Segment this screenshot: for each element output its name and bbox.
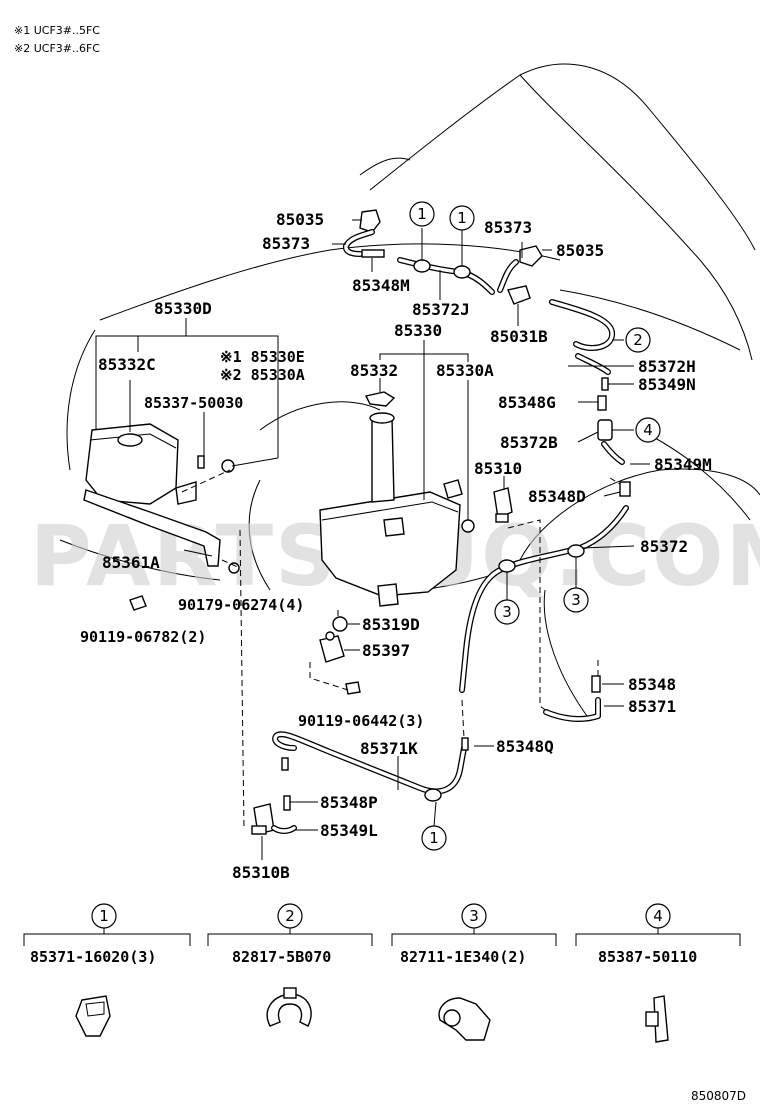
- label-85319D[interactable]: 85319D: [362, 615, 420, 634]
- label-85348Q[interactable]: 85348Q: [496, 737, 554, 756]
- label-85348P[interactable]: 85348P: [320, 793, 378, 812]
- label-85330D[interactable]: 85330D: [154, 299, 212, 318]
- label-85330E[interactable]: ※1 85330E: [220, 348, 305, 366]
- dash-left-vertical: [239, 529, 245, 831]
- label-90119-06442[interactable]: 90119-06442(3): [298, 712, 424, 730]
- note-variant-1: ※1 UCF3#..5FC: [14, 24, 100, 37]
- svg-text:4: 4: [653, 907, 663, 925]
- dash-85372-85348Q: [461, 699, 465, 739]
- dash-bracket-nut: [221, 559, 241, 569]
- label-85348[interactable]: 85348: [628, 675, 676, 694]
- dash-tank-grommet: [181, 469, 231, 493]
- nut-90179: [228, 562, 240, 574]
- svg-text:2: 2: [285, 907, 295, 925]
- svg-text:4: 4: [643, 421, 653, 439]
- label-90119-06782[interactable]: 90119-06782(2): [80, 628, 206, 646]
- svg-text:1: 1: [429, 829, 439, 847]
- pump-85310: [493, 487, 513, 523]
- callout-3-right: 3: [563, 587, 589, 613]
- diagram-ref: 850807D: [691, 1089, 746, 1103]
- callout-1-left: 1: [409, 201, 435, 227]
- label-90179-06274[interactable]: 90179-06274(4): [178, 596, 304, 614]
- label-85371[interactable]: 85371: [628, 697, 676, 716]
- svg-text:1: 1: [417, 205, 427, 223]
- washer-tank-85330: [319, 412, 463, 607]
- label-85332[interactable]: 85332: [350, 361, 398, 380]
- callout-4: 4: [635, 417, 661, 443]
- clip-part-3[interactable]: 82711-1E340(2): [400, 948, 526, 966]
- grommet-85337: [197, 455, 205, 469]
- svg-text:1: 1: [457, 209, 467, 227]
- label-85330A-right[interactable]: 85330A: [436, 361, 494, 380]
- label-85330A-left[interactable]: ※2 85330A: [220, 366, 305, 384]
- label-85035-left[interactable]: 85035: [276, 210, 324, 229]
- washer-tank-85330D: [85, 423, 197, 505]
- clip-part-4[interactable]: 85387-50110: [598, 948, 697, 966]
- note-variant-2: ※2 UCF3#..6FC: [14, 42, 100, 55]
- label-85371K[interactable]: 85371K: [360, 739, 418, 758]
- grommet-85330A-right: [461, 519, 475, 533]
- clip-legend-2: 2 82817-5B070: [207, 903, 373, 1027]
- callout-1-right: 1: [449, 205, 475, 231]
- label-85349N[interactable]: 85349N: [638, 375, 696, 394]
- svg-text:3: 3: [502, 603, 512, 621]
- label-85372B[interactable]: 85372B: [500, 433, 558, 452]
- check-valve-85031B: [507, 285, 531, 305]
- dash-pump-85371: [507, 519, 549, 713]
- label-85349M[interactable]: 85349M: [654, 455, 712, 474]
- clip-legend-1: 1 85371-16020(3): [23, 903, 191, 1037]
- clip-legend-4: 4 85387-50110: [575, 903, 741, 1043]
- svg-text:1: 1: [99, 907, 109, 925]
- label-85349L[interactable]: 85349L: [320, 821, 378, 840]
- label-85310B[interactable]: 85310B: [232, 863, 290, 882]
- label-85348M[interactable]: 85348M: [352, 276, 410, 295]
- leader-lines: [95, 219, 650, 860]
- label-85330[interactable]: 85330: [394, 321, 442, 340]
- label-85337-50030[interactable]: 85337-50030: [144, 394, 243, 412]
- label-85361A[interactable]: 85361A: [102, 553, 160, 572]
- clip-4-on-hose: [597, 419, 613, 441]
- cap-85332: [364, 391, 396, 407]
- callout-2: 2: [625, 327, 651, 353]
- label-85372H[interactable]: 85372H: [638, 357, 696, 376]
- svg-text:3: 3: [469, 907, 479, 925]
- pump-85310B: [251, 803, 275, 835]
- clip-2-icon: [266, 993, 312, 1027]
- label-85372J[interactable]: 85372J: [412, 300, 470, 319]
- bolt-90119-06782: [129, 595, 147, 611]
- dash-sensor-bolt: [309, 662, 349, 691]
- label-85372[interactable]: 85372: [640, 537, 688, 556]
- clip-part-2[interactable]: 82817-5B070: [232, 948, 331, 966]
- sensor-85397: [319, 631, 345, 663]
- label-85397[interactable]: 85397: [362, 641, 410, 660]
- label-85348G[interactable]: 85348G: [498, 393, 556, 412]
- label-85310[interactable]: 85310: [474, 459, 522, 478]
- clip-part-1[interactable]: 85371-16020(3): [30, 948, 156, 966]
- callout-1-bottom: 1: [421, 825, 447, 851]
- gasket-85319D: [332, 616, 348, 632]
- label-85332C[interactable]: 85332C: [98, 355, 156, 374]
- clip-1-icon: [75, 995, 111, 1037]
- label-85373-left[interactable]: 85373: [262, 234, 310, 253]
- callout-3-left: 3: [494, 599, 520, 625]
- clip-3-icon: [438, 997, 491, 1041]
- clip-legend-3: 3 82711-1E340(2): [391, 903, 557, 1041]
- nozzle-right: [519, 245, 543, 267]
- clip-4-icon: [653, 995, 669, 1043]
- nozzle-left: [359, 209, 381, 233]
- label-85348D[interactable]: 85348D: [528, 487, 586, 506]
- label-85373-right[interactable]: 85373: [484, 218, 532, 237]
- svg-text:3: 3: [571, 591, 581, 609]
- connector-85348M: [361, 249, 385, 258]
- label-85031B[interactable]: 85031B: [490, 327, 548, 346]
- label-85035-right[interactable]: 85035: [556, 241, 604, 260]
- bracket-85361A: [83, 489, 221, 567]
- svg-text:2: 2: [633, 331, 643, 349]
- bolt-90119-06442: [345, 681, 361, 695]
- cap-85332C: [117, 433, 143, 447]
- clip-legend: 1 85371-16020(3) 2 82817-5B070 3 82711-1…: [23, 903, 741, 1043]
